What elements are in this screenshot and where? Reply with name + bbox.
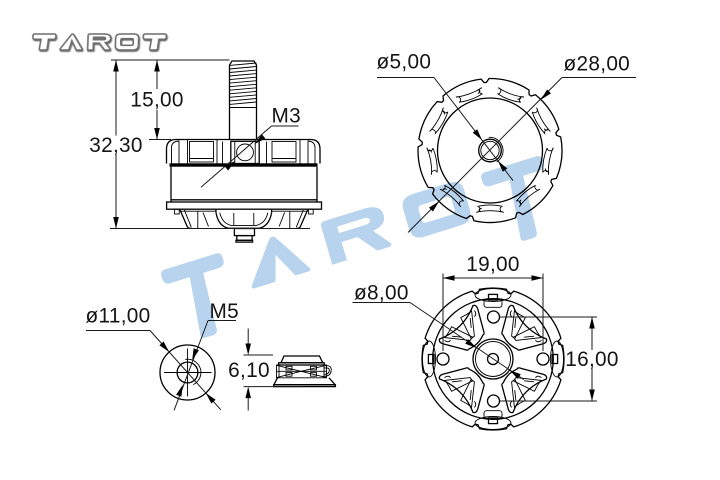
svg-text:15,00: 15,00 <box>130 89 184 112</box>
svg-text:32,30: 32,30 <box>89 134 143 157</box>
svg-text:ø28,00: ø28,00 <box>564 53 631 76</box>
svg-text:ø11,00: ø11,00 <box>86 305 151 328</box>
svg-text:ø8,00: ø8,00 <box>354 282 409 305</box>
svg-text:M5: M5 <box>210 300 240 323</box>
svg-text:ø5,00: ø5,00 <box>377 51 432 74</box>
svg-text:19,00: 19,00 <box>466 253 520 276</box>
svg-text:M3: M3 <box>272 105 302 128</box>
svg-text:16,00: 16,00 <box>565 348 619 371</box>
svg-text:6,10: 6,10 <box>228 359 270 382</box>
